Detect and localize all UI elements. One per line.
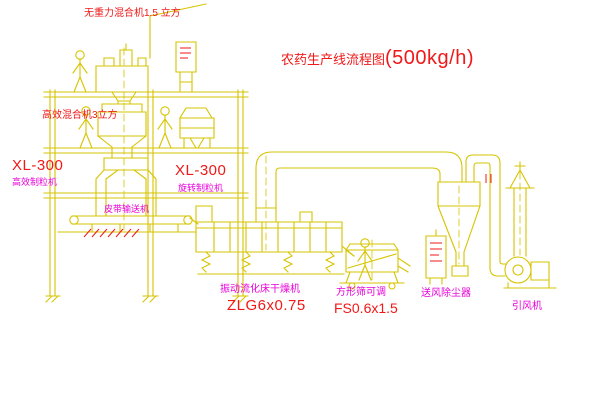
exhaust-duct [255,151,463,209]
label-granulator-left-name: 高效制粒机 [12,177,58,187]
person-icon [357,238,373,281]
label-blower-dust: 送风除尘器 [421,288,471,299]
diagram-title: 农药生产线流程图 (500kg/h) [281,47,474,70]
label-sieve-model: FS0.6x1.5 [334,300,398,316]
person-icon [72,50,88,93]
top-mixer-machine [95,3,207,105]
red-annotation-marks [83,47,492,262]
label-granulator-left-model: XL-300 [12,157,64,174]
centerlines [123,47,521,283]
splitting-hopper [95,157,157,216]
label-granulator-right-name: 旋转制粒机 [178,183,224,193]
diagram-title-capacity: (500kg/h) [385,47,475,69]
label-dryer-name: 振动流化床干燥机 [220,284,300,295]
label-floor-mixer: 高效混合机3立方 [42,110,118,121]
fluid-bed-dryer-machine [189,205,355,275]
granulator-machine [179,107,215,149]
square-sieve-machine [339,243,411,290]
stack-and-fan [489,161,557,289]
control-cabinet-2-icon [425,229,447,285]
label-belt-conveyor: 皮带输送机 [104,204,150,214]
label-induced-fan: 引风机 [512,301,542,312]
diagram-title-text: 农药生产线流程图 [281,52,386,67]
person-icon [157,106,173,149]
belt-conveyor-machine [57,215,197,233]
label-granulator-right-model: XL-300 [175,162,227,179]
label-dryer-model: ZLG6x0.75 [227,297,306,314]
floor-mixer-machine [97,103,147,159]
label-sieve-name: 方形筛可调 [336,287,386,298]
cyclone-separator [437,154,501,277]
label-top-mixer: 无重力混合机1.5 立方 [84,8,181,19]
control-cabinet-icon [175,41,197,93]
